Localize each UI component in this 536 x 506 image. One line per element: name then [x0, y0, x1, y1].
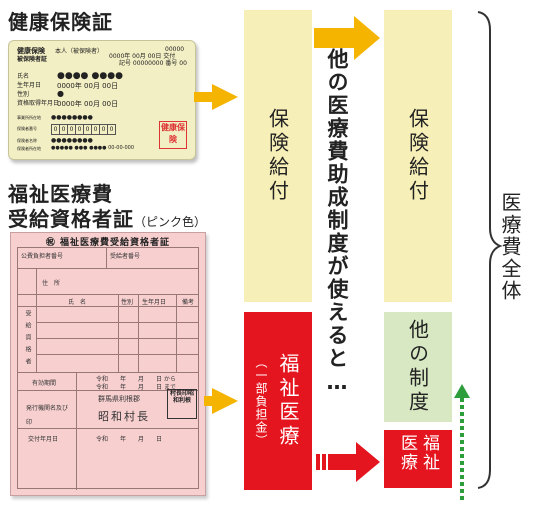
card-birth-label: 生年月日 — [17, 82, 42, 89]
card-box: 0 — [107, 124, 116, 135]
welfare-certificate: ㊗ 福祉医療費受給資格者証 公費負担者番号 受給者番号 住 所 氏 名 性別 生… — [10, 232, 206, 496]
cert-table: 公費負担者番号 受給者番号 住 所 氏 名 性別 生年月日 備考 受給資格者 有… — [17, 247, 199, 490]
cert-period-label: 有効期間 — [32, 380, 57, 387]
card-row3-value: ●●●●●●●● — [51, 137, 93, 144]
bottom-transfer-arrow-icon — [316, 442, 380, 482]
card-acq-label: 資格取得年月日 — [17, 100, 60, 107]
cert-issuer-pref: 群馬県利根郡 — [98, 395, 140, 403]
card-stamp: 健康保険 — [159, 121, 187, 149]
card-row3-label: 保険者名称 — [17, 138, 37, 143]
card-header-right: 00000 — [165, 46, 185, 53]
left-insurance-benefit-label: 保険給付 — [265, 108, 290, 204]
certificate-title-line2: 受給資格者証 — [8, 207, 134, 231]
cert-issue-date: 令和 年 月 日 — [96, 436, 163, 443]
right-other-system-bar: 他の制度 — [384, 312, 452, 422]
left-welfare-sub-label: （一部負担金） — [254, 355, 268, 447]
cert-arrow-icon — [204, 388, 238, 414]
right-welfare-bar: 福祉医療 — [384, 430, 452, 488]
green-dotted-arrow-icon — [454, 384, 470, 500]
card-date-line: 0000年 00月 00日 交付 — [109, 53, 176, 60]
card-arrow-icon — [194, 84, 238, 110]
card-row1-value: ●●●●●●●● — [51, 114, 93, 121]
card-code-line: 記号 00000000 番号 00 — [119, 60, 187, 67]
certificate-title-row: 受給資格者証（ピンク色） — [8, 203, 206, 232]
cert-address-label: 住 所 — [42, 280, 61, 287]
certificate-title-note: （ピンク色） — [134, 215, 207, 229]
total-brace-icon — [477, 11, 503, 489]
cert-sex-label: 性別 — [121, 299, 134, 306]
cert-birth-label: 生年月日 — [142, 299, 167, 306]
cert-period-from: 令和 年 月 日 から — [96, 376, 176, 383]
card-sex-value: ● — [57, 89, 64, 98]
card-row1-label: 事業所所在地 — [17, 115, 41, 120]
card-name-value: ●●●● ●●●● — [57, 71, 123, 81]
cert-note-label: 備考 — [182, 299, 195, 306]
card-row2-label: 保険者番号 — [17, 126, 37, 131]
card-header-left: 健康保険 — [17, 47, 45, 55]
card-name-label: 氏名 — [17, 73, 30, 80]
top-transfer-arrow-icon — [314, 16, 380, 60]
right-welfare-label: 福祉医療 — [397, 434, 439, 472]
cert-name-label: 氏 名 — [68, 299, 87, 306]
right-insurance-benefit-label: 保険給付 — [405, 108, 430, 204]
card-row4-value: ●●●●● ●●● ●●●● 00-00-000 — [51, 145, 134, 151]
cert-period-to: 令和 年 月 日 まで — [96, 384, 176, 391]
certificate-title-line1: 福祉医療費 — [8, 182, 113, 206]
left-welfare-label: 福祉医療 — [276, 353, 300, 449]
other-systems-caption: 他の医療費助成制度が使えると… — [325, 48, 349, 396]
cert-issuer-label: 発行機関名及び印 — [26, 405, 69, 426]
card-sex-label: 性別 — [17, 91, 30, 98]
cert-recipient-label: 受給資格者 — [24, 310, 31, 370]
card-acq-value: 0000年 00月 00日 — [57, 100, 119, 108]
right-other-system-label: 他の制度 — [405, 319, 430, 415]
insurance-card: 健康保険 被保険者証 本人（被保険者） 00000 0000年 00月 00日 … — [8, 40, 196, 160]
card-header-mid: 本人（被保険者） — [55, 48, 104, 55]
card-number-boxes: 0 0 0 0 0 0 0 0 — [51, 124, 116, 135]
cert-public-no-label: 公費負担者番号 — [21, 253, 64, 260]
card-birth-value: 0000年 00月 00日 — [57, 82, 119, 90]
cert-header: ㊗ 福祉医療費受給資格者証 — [45, 238, 171, 248]
insurance-card-title: 健康保険証 — [8, 10, 113, 34]
left-welfare-bar: （一部負担金） 福祉医療 — [244, 312, 312, 490]
card-header-sub: 被保険者証 — [17, 56, 48, 63]
right-insurance-benefit-bar: 保険給付 — [384, 10, 452, 302]
cert-stamp: 村長印昭和利根 — [167, 389, 197, 419]
cert-issuer-name: 昭和村長 — [98, 410, 150, 423]
total-medical-cost-label: 医療費全体 — [498, 192, 522, 302]
left-insurance-benefit-bar: 保険給付 — [244, 10, 312, 302]
cert-recipient-no-label: 受給者番号 — [110, 253, 141, 260]
cert-issue-date-label: 交付年月日 — [28, 436, 59, 443]
card-row4-label: 保険者所在地 — [17, 146, 41, 151]
